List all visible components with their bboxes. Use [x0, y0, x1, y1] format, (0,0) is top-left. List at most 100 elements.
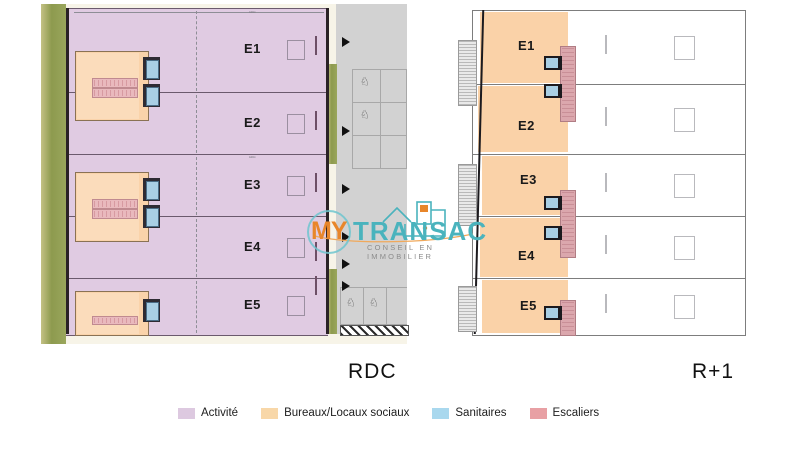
sanitary-fixture	[146, 60, 159, 79]
r1-unit-label-e4: E4	[518, 248, 535, 263]
door-symbol	[315, 276, 317, 295]
opening-symbol	[287, 114, 305, 134]
r1-unit-label-e2: E2	[518, 118, 535, 133]
legend-label-escaliers: Escaliers	[552, 407, 600, 419]
sanitary-fixture	[146, 208, 159, 227]
parking-line	[352, 69, 407, 70]
legend-label-activite: Activité	[201, 407, 239, 419]
sanitary-fixture	[546, 58, 558, 68]
legend-swatch-escaliers	[529, 407, 547, 419]
staircase-run	[92, 78, 138, 88]
tree-icon: ♘	[368, 295, 380, 310]
opening-symbol	[605, 173, 607, 192]
parking-asphalt	[336, 4, 407, 334]
rdc-floor-plan: ♘ ♘ ♘ ♘ E1 \u2014 E2 E3	[22, 4, 409, 344]
r1-exterior-stair	[458, 40, 477, 106]
opening-symbol	[674, 36, 695, 60]
legend-swatch-bureaux	[261, 407, 279, 419]
tree-icon: ♘	[359, 74, 371, 89]
opening-symbol	[287, 176, 305, 196]
dimension-line	[74, 12, 324, 13]
green-strip-right-a	[327, 64, 337, 164]
legend-item-bureaux: Bureaux/Locaux sociaux	[261, 407, 409, 419]
rdc-wc-block[interactable]	[143, 299, 160, 322]
r1-exterior-stair	[458, 286, 477, 332]
parking-line	[363, 287, 364, 325]
parking-line	[352, 168, 407, 169]
hatched-boundary	[340, 325, 409, 336]
door-symbol	[315, 173, 317, 192]
opening-symbol	[674, 174, 695, 198]
opening-symbol	[605, 107, 607, 126]
staircase-run	[92, 209, 138, 219]
parking-line	[352, 69, 353, 168]
r1-unit-label-e1: E1	[518, 38, 535, 53]
parking-line	[340, 287, 407, 288]
rdc-office-block-3[interactable]	[75, 291, 149, 336]
door-symbol	[315, 111, 317, 130]
opening-symbol	[674, 236, 695, 260]
dimension-line	[196, 157, 197, 215]
opening-symbol	[674, 108, 695, 132]
parking-line	[352, 102, 407, 103]
legend-item-escaliers: Escaliers	[529, 407, 600, 419]
building-wall-east	[326, 8, 329, 334]
rdc-unit-label-e4: E4	[244, 239, 261, 254]
opening-symbol	[287, 40, 305, 60]
r1-staircase-1	[560, 46, 576, 122]
parking-line	[386, 287, 387, 325]
sanitary-fixture	[146, 302, 159, 321]
dimension-line	[196, 95, 197, 153]
legend-item-sanitaires: Sanitaires	[432, 407, 507, 419]
legend-item-activite: Activité	[178, 407, 238, 419]
sanitary-fixture	[546, 228, 558, 238]
entrance-arrow	[342, 281, 350, 291]
rdc-unit-label-e5: E5	[244, 297, 261, 312]
rdc-wc-block[interactable]	[143, 57, 160, 80]
r1-unit-label-e3: E3	[520, 172, 537, 187]
r1-office-e1[interactable]: E1	[480, 12, 568, 83]
rdc-wc-block[interactable]	[143, 84, 160, 107]
dimension-line	[196, 281, 197, 333]
building-wall-west	[66, 8, 69, 334]
sanitary-fixture	[146, 181, 159, 200]
staircase-run	[92, 88, 138, 98]
sanitary-fixture	[546, 308, 558, 318]
tree-icon: ♘	[359, 107, 371, 122]
dimension-text: \u2014	[249, 155, 256, 159]
parking-line	[380, 69, 381, 168]
sanitary-fixture	[146, 87, 159, 106]
r1-staircase-2	[560, 190, 576, 258]
entrance-arrow	[342, 126, 350, 136]
legend-swatch-activite	[178, 407, 195, 419]
rdc-unit-label-e2: E2	[244, 115, 261, 130]
rdc-office-block-2[interactable]	[75, 172, 149, 242]
legend-label-sanitaires: Sanitaires	[455, 407, 507, 419]
opening-symbol	[287, 296, 305, 316]
rdc-unit-label-e1: E1	[244, 41, 261, 56]
door-symbol	[315, 242, 317, 261]
r1-staircase-3	[560, 300, 576, 336]
green-strip-right-b	[327, 269, 337, 334]
parking-line	[340, 287, 341, 325]
opening-symbol	[605, 235, 607, 254]
rdc-wc-block[interactable]	[143, 205, 160, 228]
opening-symbol	[674, 295, 695, 319]
r1-exterior-stair	[458, 164, 477, 226]
dimension-text: \u2014	[249, 10, 256, 14]
r1-unit-label-e5: E5	[520, 298, 537, 313]
door-symbol	[315, 36, 317, 55]
legend: Activité Bureaux/Locaux sociaux Sanitair…	[178, 407, 599, 419]
rdc-office-block-1[interactable]	[75, 51, 149, 121]
rdc-wc-block[interactable]	[143, 178, 160, 201]
sanitary-fixture	[546, 86, 558, 96]
legend-swatch-sanitaires	[432, 407, 450, 419]
opening-symbol	[287, 238, 305, 258]
office-area	[77, 293, 139, 334]
rdc-unit-label-e3: E3	[244, 177, 261, 192]
plan-margin-left	[22, 4, 41, 344]
dimension-line	[196, 219, 197, 277]
entrance-arrow	[342, 232, 350, 242]
r1-caption: R+1	[692, 360, 735, 383]
opening-symbol	[605, 35, 607, 54]
